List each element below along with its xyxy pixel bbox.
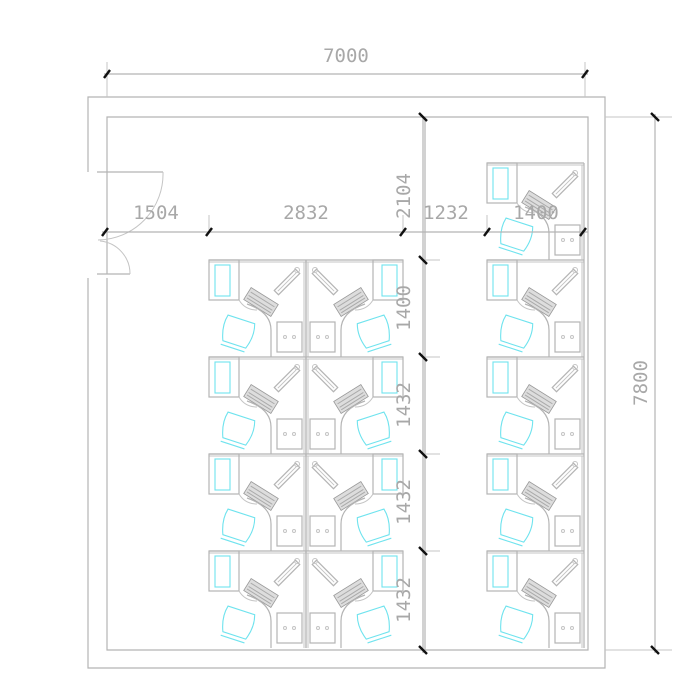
dimension-overall-width: 7000 xyxy=(103,45,589,97)
dim-label-7000: 7000 xyxy=(323,45,369,67)
dimension-chain-horizontal: 1504 2832 1232 1400 2104 xyxy=(101,173,588,237)
workstation xyxy=(208,259,307,358)
workstation xyxy=(486,356,585,455)
dim-label: 1400 xyxy=(513,202,559,224)
dim-label: 1232 xyxy=(423,202,469,224)
workstation xyxy=(305,356,404,455)
walls xyxy=(87,96,606,669)
dim-label-7800: 7800 xyxy=(630,360,652,406)
workstation xyxy=(305,259,404,358)
workstation xyxy=(208,453,307,552)
dim-label: 1432 xyxy=(393,382,415,428)
workstation xyxy=(486,550,585,649)
workstation xyxy=(208,550,307,649)
dimension-chain-vertical: 1400 1432 1432 1432 xyxy=(393,112,440,655)
workstation xyxy=(486,453,585,552)
workstation xyxy=(208,356,307,455)
dim-label: 1432 xyxy=(393,479,415,525)
dim-label: 1400 xyxy=(393,285,415,331)
dim-label: 2832 xyxy=(283,202,329,224)
dim-label-corridor: 2104 xyxy=(393,173,415,219)
dimension-overall-height: 7800 xyxy=(605,112,672,655)
dim-label: 1504 xyxy=(133,202,179,224)
workstation xyxy=(486,259,585,358)
workstation xyxy=(305,453,404,552)
workstation xyxy=(305,550,404,649)
dim-label: 1432 xyxy=(393,577,415,623)
